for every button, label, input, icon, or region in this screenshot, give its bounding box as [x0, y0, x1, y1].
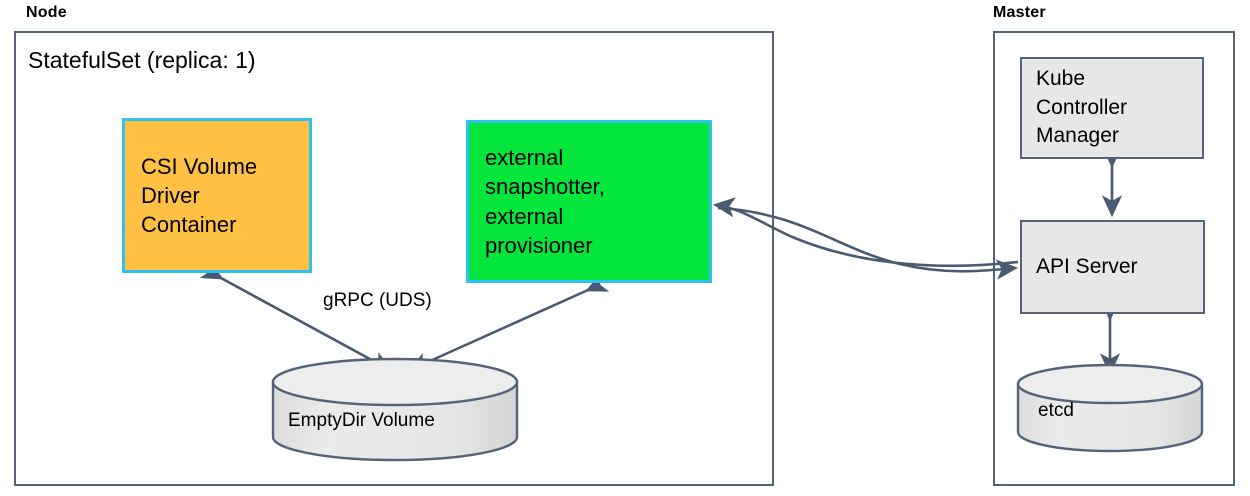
node-api-server-label: API Server — [1036, 254, 1138, 278]
node-api-server[interactable]: API Server — [1020, 220, 1205, 314]
statefulset-title: StatefulSet (replica: 1) — [28, 47, 256, 73]
node-external-sidecars[interactable]: external snapshotter, external provision… — [466, 120, 712, 283]
node-emptydir-volume-label: EmptyDir Volume — [288, 410, 435, 431]
master-group-label: Master — [993, 4, 1046, 21]
node-kube-controller-manager[interactable]: Kube Controller Manager — [1020, 57, 1204, 159]
node-csi-volume-driver-label: CSI Volume Driver Container — [141, 153, 258, 238]
edge-label-grpc-uds: gRPC (UDS) — [323, 290, 432, 311]
node-group-label: Node — [26, 4, 67, 21]
node-external-sidecars-label: external snapshotter, external provision… — [485, 145, 605, 258]
node-kube-controller-manager-label: Kube Controller Manager — [1036, 67, 1128, 148]
node-etcd-label: etcd — [1038, 400, 1074, 421]
node-csi-volume-driver-container[interactable]: CSI Volume Driver Container — [122, 118, 312, 273]
